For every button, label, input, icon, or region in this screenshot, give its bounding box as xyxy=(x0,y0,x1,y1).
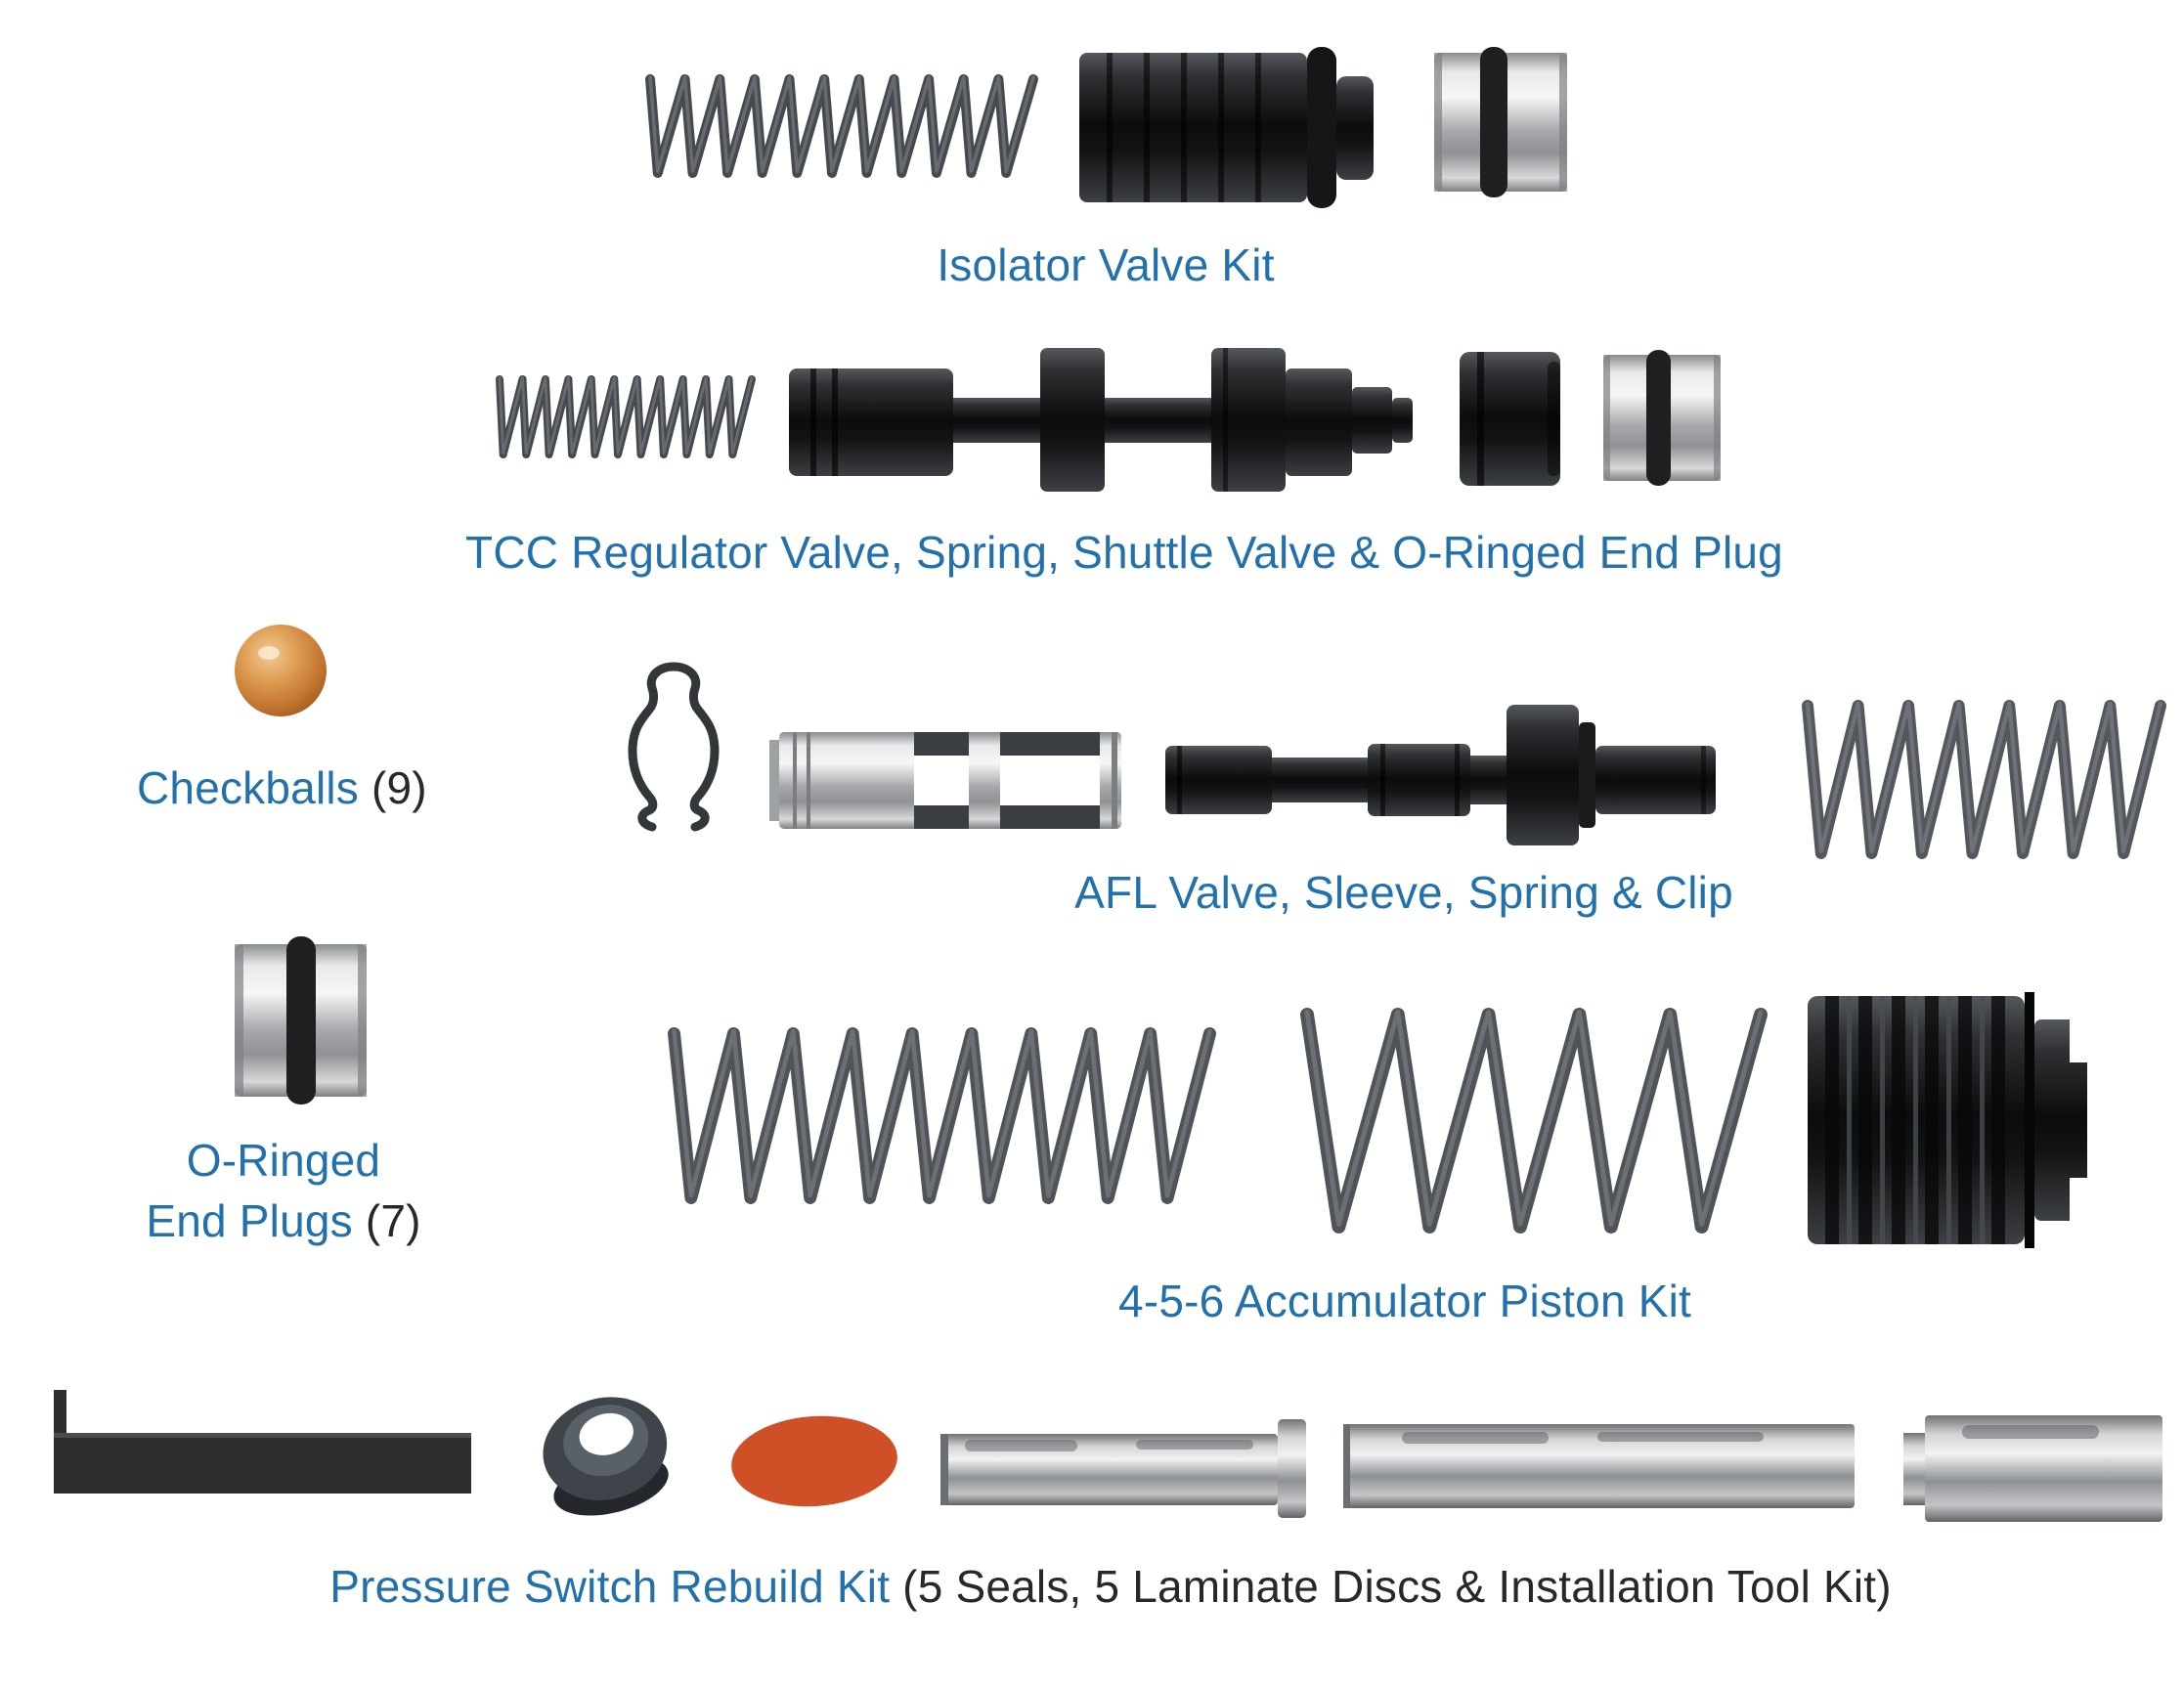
accumulator-kit-label: 4-5-6 Accumulator Piston Kit xyxy=(1118,1276,1691,1326)
pressure-switch-label-detail: (5 Seals, 5 Laminate Discs & Installatio… xyxy=(902,1561,1892,1612)
accumulator-spring-2-image xyxy=(1300,1008,1768,1234)
isolator-kit-label: Isolator Valve Kit xyxy=(937,239,1275,290)
accumulator-piston-image xyxy=(1808,992,2093,1248)
tcc-shuttle-valve-image xyxy=(1460,352,1560,486)
tool-pin-2-image xyxy=(1343,1424,1855,1508)
tool-pin-3-image xyxy=(1903,1415,2162,1522)
afl-sleeve-image xyxy=(769,732,1121,829)
checkballs-label: Checkballs (9) xyxy=(137,758,427,818)
tcc-o-ringed-end-plug-image xyxy=(1603,350,1721,486)
checkballs-label-name: Checkballs xyxy=(137,762,359,813)
afl-valve-image xyxy=(1165,705,1716,845)
end-plugs-label: O-Ringed End Plugs (7) xyxy=(39,1130,528,1251)
afl-clip-image xyxy=(628,662,720,832)
isolator-valve-spring-image xyxy=(645,74,1038,178)
end-plugs-label-line1: O-Ringed xyxy=(186,1135,381,1186)
o-ringed-end-plug-image xyxy=(235,936,367,1104)
end-plugs-label-line2: End Plugs (7) xyxy=(39,1191,528,1251)
checkballs-label-count: (9) xyxy=(371,762,427,813)
accumulator-spring-1-image xyxy=(668,1027,1216,1204)
isolator-valve-image xyxy=(1079,47,1374,208)
laminate-disc-image xyxy=(731,1415,897,1507)
end-plugs-label-count: (7) xyxy=(365,1195,421,1247)
seal-grommet-image xyxy=(543,1397,669,1516)
installation-tool-bar-image xyxy=(54,1390,471,1494)
checkball-image xyxy=(235,625,327,716)
tool-pin-1-image xyxy=(940,1419,1306,1518)
tcc-kit-label: TCC Regulator Valve, Spring, Shuttle Val… xyxy=(465,527,1783,578)
afl-kit-label: AFL Valve, Sleeve, Spring & Clip xyxy=(1074,867,1733,918)
pressure-switch-label-name: Pressure Switch Rebuild Kit xyxy=(329,1561,891,1612)
tcc-spring-image xyxy=(496,375,756,458)
pressure-switch-kit-label: Pressure Switch Rebuild Kit (5 Seals, 5 … xyxy=(133,1556,2088,1617)
end-plugs-label-name: End Plugs xyxy=(146,1195,353,1247)
afl-spring-image xyxy=(1802,700,2166,859)
isolator-end-plug-image xyxy=(1434,47,1567,197)
tcc-regulator-valve-image xyxy=(789,348,1413,492)
